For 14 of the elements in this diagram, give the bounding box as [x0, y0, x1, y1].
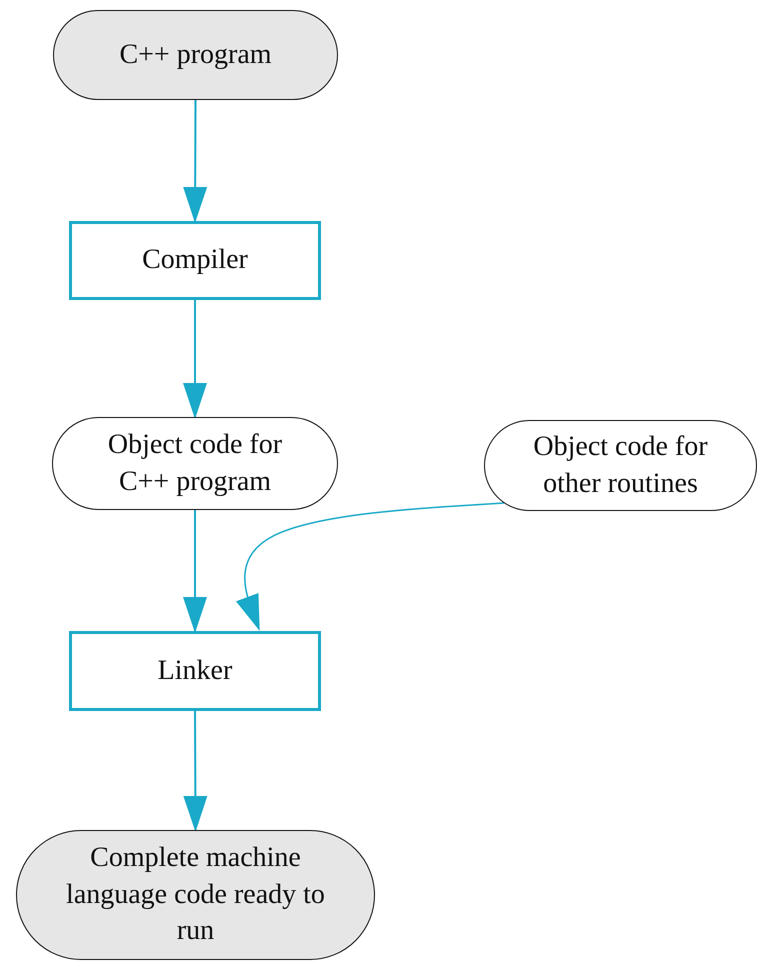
node-label: Object code for other routines [532, 430, 709, 500]
process-box [69, 221, 321, 300]
node-label: Linker [158, 654, 232, 688]
arrow [183, 711, 208, 832]
node-label: Complete machine language code ready to run [65, 841, 326, 948]
node-label: C++ program [119, 38, 272, 72]
arrow [183, 300, 207, 419]
arrow [236, 502, 504, 631]
node-label: Compiler [142, 243, 248, 278]
process-box [69, 631, 321, 711]
arrow [183, 100, 208, 223]
terminal-shape [484, 420, 757, 511]
node-label: Object code for C++ program [106, 428, 284, 498]
arrow [183, 510, 207, 633]
